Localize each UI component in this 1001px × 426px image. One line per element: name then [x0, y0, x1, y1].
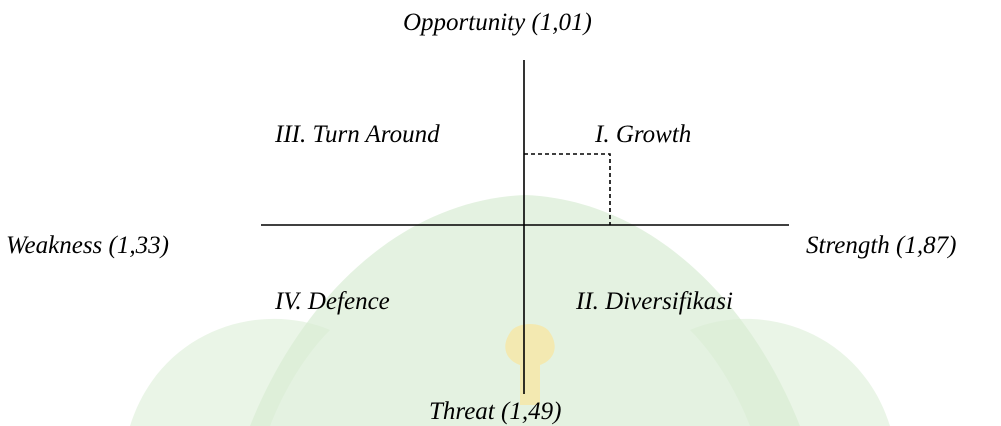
watermark-dome-shape	[250, 195, 800, 426]
watermark-left-arch	[130, 318, 330, 426]
strength-label: Strength (1,87)	[806, 232, 957, 259]
opportunity-label: Opportunity (1,01)	[403, 9, 592, 36]
position-marker-dashed	[524, 153, 611, 225]
watermark-minaret	[505, 324, 555, 405]
quadrant-turn-around-label: III. Turn Around	[275, 121, 440, 148]
quadrant-defence-label: IV. Defence	[275, 288, 390, 315]
quadrant-diversifikasi-label: II. Diversifikasi	[576, 288, 733, 315]
watermark-logo	[130, 195, 890, 426]
quadrant-growth-label: I. Growth	[595, 121, 692, 148]
watermark-right-arch	[690, 318, 890, 426]
threat-label: Threat (1,49)	[429, 398, 562, 425]
weakness-label: Weakness (1,33)	[6, 232, 169, 259]
